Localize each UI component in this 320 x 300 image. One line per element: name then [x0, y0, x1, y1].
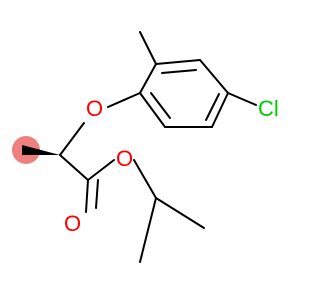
carbonyl-oxygen-label: O [64, 211, 81, 236]
bond-ester-o-isopropyl [133, 159, 157, 199]
ring-double-1 [161, 69, 197, 74]
bond-ring-chlorine [227, 92, 257, 106]
bond-ether-o-ring [107, 92, 141, 108]
ring-bond-3 [199, 59, 229, 94]
bond-stereocenter-carbonyl [59, 154, 89, 181]
bond-carbonyl-ester-o [87, 159, 115, 181]
molecule-structure: O Cl O O [12, 31, 279, 263]
ester-oxygen-label: O [116, 146, 133, 171]
bond-stereocenter-ether-o [59, 122, 85, 156]
bond-ring-methyl [139, 31, 157, 65]
chlorine-label: Cl [258, 96, 279, 121]
bond-carbonyl-double-b [95, 179, 99, 209]
ring-bond-6 [139, 92, 166, 128]
ring-bond-1 [139, 63, 157, 94]
ring-double-2 [205, 93, 220, 121]
bond-isopropyl-methyl-down [139, 197, 157, 263]
bond-isopropyl-methyl-right [155, 197, 205, 229]
ether-oxygen-label: O [86, 96, 103, 121]
bond-carbonyl-double-a [85, 179, 89, 213]
ring-bond-2 [155, 59, 201, 65]
ring-double-3 [150, 92, 171, 119]
wedge-bond [22, 145, 60, 155]
ring-bond-4 [211, 92, 229, 128]
